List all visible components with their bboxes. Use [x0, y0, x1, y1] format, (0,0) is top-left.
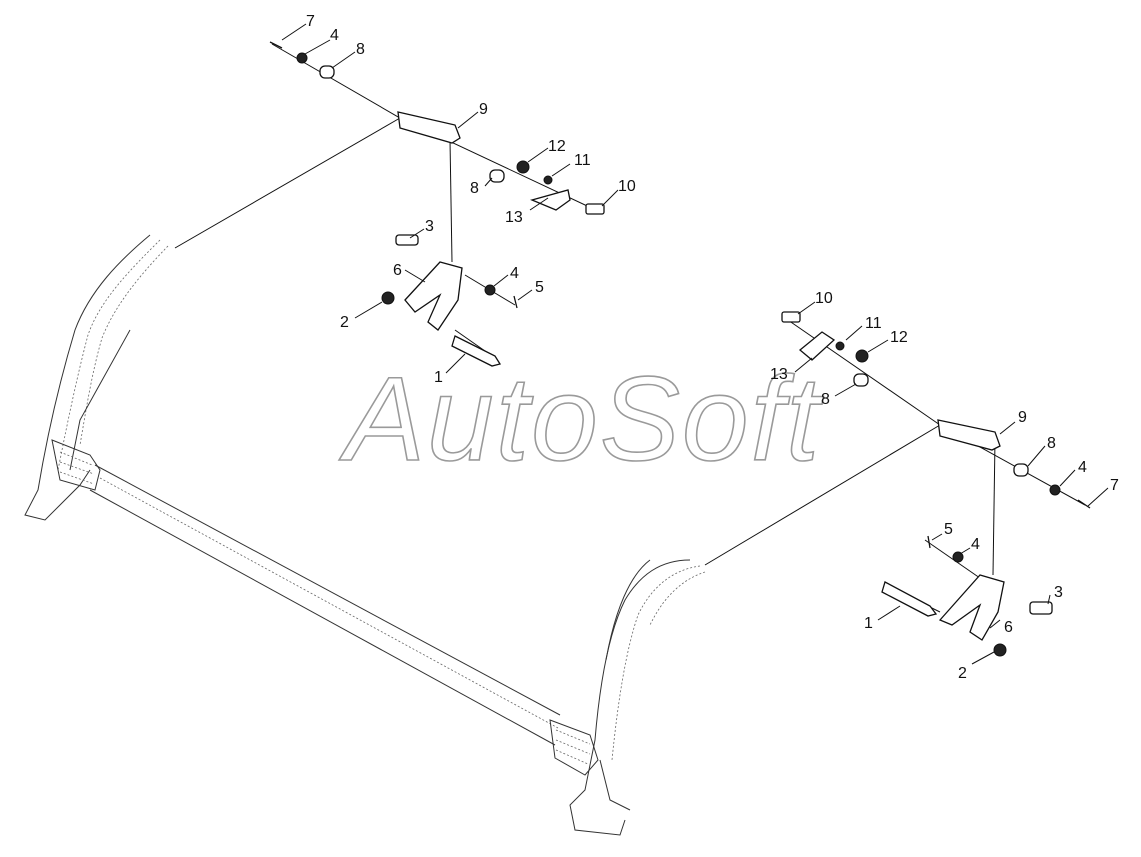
bushing-icon: [853, 373, 869, 387]
cab-frame: [24, 234, 706, 836]
callout-6: 6: [393, 262, 402, 279]
callout-1: 1: [864, 615, 873, 632]
callout-11: 11: [865, 315, 882, 332]
washer-icon: [1049, 484, 1061, 496]
lever-icon: [397, 111, 461, 144]
callouts-right: 10 11 12 13 8 9 8 4 7 5 4 3 1 6 2: [770, 290, 1119, 682]
bolt-icon: [451, 335, 502, 367]
cotter-pin-icon: [1077, 499, 1091, 509]
cotter-pin-icon: [927, 535, 931, 549]
bracket-icon: [938, 574, 1005, 641]
callout-2: 2: [340, 314, 349, 331]
callout-1: 1: [434, 369, 443, 386]
callout-4: 4: [1078, 459, 1087, 476]
washer-icon: [543, 175, 553, 185]
callout-3: 3: [425, 218, 434, 235]
callout-8: 8: [1047, 435, 1056, 452]
callout-2: 2: [958, 665, 967, 682]
nut-icon: [381, 291, 395, 305]
callout-11: 11: [574, 152, 591, 169]
right-assembly-parts: [781, 311, 1091, 657]
callout-10: 10: [815, 290, 833, 307]
callout-4: 4: [330, 27, 339, 44]
callout-3: 3: [1054, 584, 1063, 601]
nut-icon: [855, 349, 869, 363]
callout-8: 8: [470, 180, 479, 197]
nut-icon: [516, 160, 530, 174]
bushing-icon: [489, 169, 505, 183]
bracket-icon: [404, 261, 463, 331]
pin-icon: [1029, 601, 1053, 615]
cotter-pin-icon: [513, 295, 518, 309]
callout-5: 5: [944, 521, 953, 538]
cotter-pin-icon: [269, 41, 283, 49]
washer-icon: [484, 284, 496, 296]
callout-9: 9: [479, 101, 488, 118]
bushing-icon: [1013, 463, 1029, 477]
nut-icon: [993, 643, 1007, 657]
washer-icon: [296, 52, 308, 64]
washer-icon: [835, 341, 845, 351]
callout-10: 10: [618, 178, 636, 195]
callout-12: 12: [548, 138, 566, 155]
callout-12: 12: [890, 329, 908, 346]
bolt-icon: [585, 203, 605, 215]
pin-icon: [395, 234, 419, 246]
callout-13: 13: [505, 209, 523, 226]
washer-icon: [952, 551, 964, 563]
callout-8: 8: [356, 41, 365, 58]
lever-icon: [937, 419, 1001, 451]
link-icon: [530, 189, 571, 211]
leader-lines: [281, 23, 1109, 665]
callout-9: 9: [1018, 409, 1027, 426]
bushing-icon: [319, 65, 335, 79]
link-icon: [798, 331, 836, 361]
callout-8: 8: [821, 391, 830, 408]
watermark-text: AutoSoft: [339, 352, 824, 486]
bolt-icon: [781, 311, 801, 323]
callout-4: 4: [510, 265, 519, 282]
callout-4: 4: [971, 536, 980, 553]
callout-5: 5: [535, 279, 544, 296]
callout-7: 7: [1110, 477, 1119, 494]
bolt-icon: [881, 581, 938, 617]
left-assembly-parts: [269, 41, 605, 367]
callouts-left: 7 4 8 9 12 11 10 8 13 3 6 4 5 2 1: [306, 13, 636, 386]
callout-7: 7: [306, 13, 315, 30]
callout-13: 13: [770, 366, 788, 383]
callout-6: 6: [1004, 619, 1013, 636]
